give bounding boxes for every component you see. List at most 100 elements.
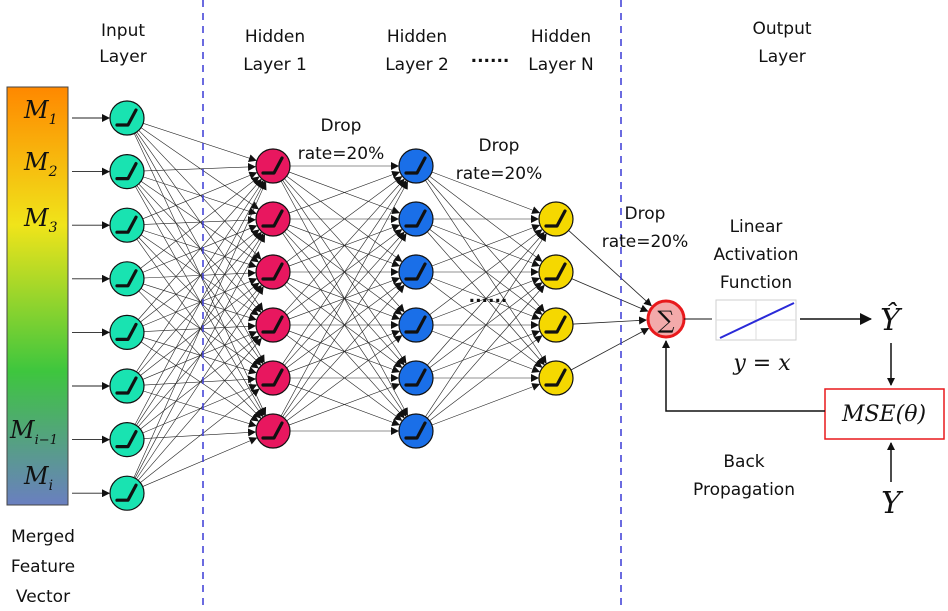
activation-title-2: Activation — [713, 245, 798, 265]
connection-input-5-hidden1-3 — [142, 330, 258, 380]
hiddenN-neuron-0 — [538, 201, 574, 237]
relu-icon — [261, 156, 284, 175]
connection-hidden1-5-hidden2-3 — [286, 335, 403, 422]
feature-label-m3: M3 — [23, 204, 58, 236]
relu-icon — [544, 262, 567, 281]
hidden2-neuron-4 — [398, 360, 434, 396]
backprop-label-1: Back — [723, 452, 764, 472]
relu-icon — [261, 368, 284, 387]
connection-input-2-hidden1-5 — [136, 238, 264, 418]
connection-input-4-hidden1-0 — [137, 178, 262, 320]
connection-input-5-hidden1-4 — [143, 375, 257, 386]
relu-icon — [115, 215, 138, 234]
connection-input-5-hidden1-5 — [143, 390, 257, 428]
loss-box — [824, 388, 945, 440]
connection-input-1-hidden1-4 — [136, 185, 264, 365]
hidden2-neuron-2 — [398, 254, 434, 290]
connection-hidden2-0-hiddenN-0 — [431, 171, 541, 214]
connection-hidden2-1-hiddenN-2 — [429, 229, 543, 315]
input-neuron-1 — [109, 154, 145, 190]
connection-input-2-hidden1-3 — [140, 234, 259, 316]
input-neuron-4 — [109, 314, 145, 350]
activation-equation: y = x — [732, 351, 791, 376]
relu-icon — [404, 209, 427, 228]
connection-input-2-hidden1-4 — [138, 237, 262, 366]
output-layer-title-2: Layer — [758, 47, 805, 67]
relu-icon — [115, 430, 138, 449]
relu-icon — [115, 108, 138, 127]
output-symbol: Ŷ — [880, 302, 903, 338]
dropout-label-2-line2: rate=20% — [456, 164, 543, 184]
connection-input-4-hidden1-1 — [140, 229, 260, 323]
activation-title-3: Function — [720, 273, 792, 293]
connection-hidden2-5-hiddenN-3 — [431, 383, 541, 426]
connection-input-0-hidden1-1 — [140, 127, 260, 210]
connection-input-7-hidden1-0 — [133, 181, 267, 478]
relu-icon — [404, 368, 427, 387]
input-neuron-2 — [109, 207, 145, 243]
relu-icon — [115, 322, 138, 341]
input-neuron-3 — [109, 261, 145, 297]
neurons — [109, 100, 574, 511]
connection-input-0-hidden1-2 — [138, 130, 262, 260]
connection-hidden1-0-hidden2-1 — [288, 171, 401, 215]
connection-hidden1-5-hidden2-0 — [280, 180, 408, 417]
connection-hiddenN-1-sum — [571, 278, 649, 313]
connection-input-4-hidden1-2 — [142, 277, 258, 327]
connection-input-1-hidden1-2 — [140, 180, 259, 263]
connection-input-7-hidden1-2 — [136, 286, 264, 480]
linear-activation-plot — [715, 299, 797, 341]
hiddenN-neuron-2 — [538, 307, 574, 343]
connection-hidden2-5-hiddenN-0 — [425, 233, 547, 417]
hiddenN-title-2: Layer N — [528, 55, 594, 75]
connection-hidden1-1-hidden2-0 — [288, 170, 401, 214]
hidden2-title-2: Layer 2 — [385, 55, 449, 75]
connection-hidden1-3-hidden2-4 — [288, 330, 401, 374]
feature-arrows — [72, 114, 110, 498]
connection-input-0-hidden1-3 — [136, 131, 264, 312]
hidden1-neuron-0 — [255, 148, 291, 184]
relu-icon — [115, 483, 138, 502]
connection-input-6-hidden1-3 — [140, 335, 260, 430]
hidden1-title-2: Layer 1 — [243, 55, 307, 75]
connection-input-1-hidden1-0 — [143, 162, 257, 172]
connection-hidden2-2-hiddenN-0 — [431, 224, 541, 267]
connection-input-3-hidden1-5 — [138, 290, 262, 419]
connection-hidden2-0-hiddenN-1 — [429, 176, 543, 262]
dropout-label-2-line1: Drop — [479, 136, 520, 156]
input-layer-title-1: Input — [101, 21, 145, 41]
connection-hidden1-5-hidden2-1 — [282, 233, 407, 418]
relu-icon — [261, 262, 284, 281]
feature-caption-1: Merged — [11, 527, 75, 547]
input-neuron-7 — [109, 475, 145, 511]
connection-hidden2-1-hiddenN-1 — [431, 224, 541, 267]
connections — [133, 123, 652, 487]
feature-caption-3: Vector — [16, 587, 70, 607]
hidden2-neuron-5 — [398, 413, 434, 449]
connection-hidden1-5-hidden2-2 — [284, 284, 405, 419]
connection-hiddenN-0-sum — [568, 230, 652, 307]
connection-input-0-hidden1-4 — [135, 132, 265, 364]
hiddenN-neuron-3 — [538, 360, 574, 396]
activation-title-1: Linear — [730, 217, 783, 237]
input-layer-title-2: Layer — [99, 47, 146, 67]
connection-hidden2-4-hiddenN-0 — [427, 231, 545, 366]
relu-icon — [115, 376, 138, 395]
relu-icon — [261, 315, 284, 334]
feature-label-mi-1: Mi−1 — [9, 416, 58, 448]
connection-hiddenN-2-sum — [572, 316, 648, 325]
feature-labels: M1 M2 M3 Mi−1 Mi — [9, 96, 58, 494]
connection-hidden1-5-hidden2-4 — [288, 382, 401, 426]
dropout-label-1-line1: Drop — [321, 116, 362, 136]
connection-hidden2-2-hiddenN-3 — [429, 282, 543, 368]
connection-input-7-hidden1-3 — [137, 337, 262, 481]
relu-icon — [544, 368, 567, 387]
input-neuron-5 — [109, 368, 145, 404]
hidden1-neuron-2 — [255, 254, 291, 290]
connection-hidden2-3-hiddenN-3 — [431, 330, 541, 373]
feature-vector-bar — [6, 86, 69, 506]
svg-text:∑: ∑ — [657, 306, 674, 334]
connection-hidden1-4-hidden2-0 — [282, 180, 407, 365]
relu-icon — [404, 156, 427, 175]
relu-icon — [115, 269, 138, 288]
